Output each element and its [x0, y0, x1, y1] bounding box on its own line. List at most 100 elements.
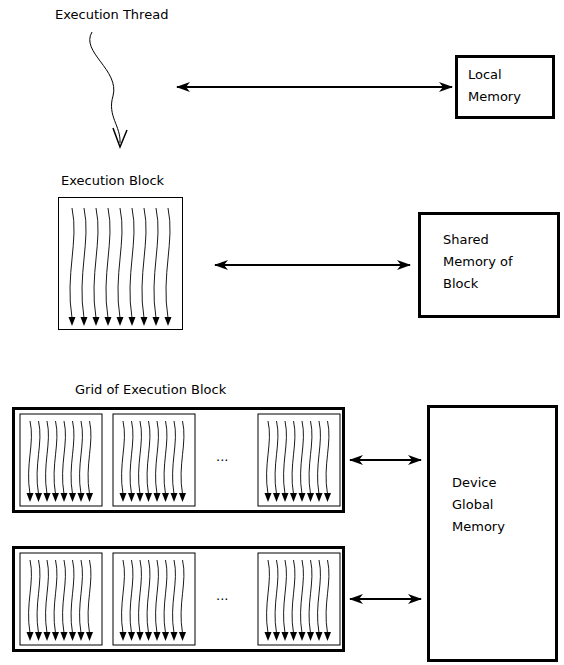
- thread-wave: [139, 560, 142, 633]
- ellipsis-text: ...: [216, 585, 228, 607]
- mini-block: [258, 414, 340, 506]
- thread-arrowhead: [61, 493, 68, 502]
- thread-wave: [94, 208, 98, 318]
- block-box: Execution Block: [58, 197, 183, 330]
- thread-wave: [54, 560, 57, 633]
- thread-wave: [267, 560, 270, 633]
- thread-wave: [46, 560, 49, 633]
- thread-wave: [142, 208, 146, 318]
- thread-wave: [166, 208, 170, 318]
- thread-arrowhead: [35, 493, 42, 502]
- memory-box: Shared Memory of Block: [418, 212, 560, 318]
- thread-arrowhead: [117, 317, 124, 326]
- thread-arrowhead: [145, 493, 152, 502]
- thread-wave: [106, 208, 110, 318]
- thread-wave: [173, 421, 176, 494]
- node-label: Shared Memory of Block: [443, 229, 517, 295]
- thread-wave: [46, 421, 49, 494]
- thread-wave: [71, 560, 74, 633]
- thread-wave: [326, 560, 329, 633]
- thread-wave: [88, 421, 91, 494]
- thread-wave: [130, 421, 133, 494]
- thread-wave: [156, 560, 159, 633]
- thread-arrowhead: [282, 632, 289, 641]
- mini-block: [258, 553, 340, 645]
- thread-node: Execution Thread: [55, 4, 171, 145]
- grid-heading: Grid of Execution Block: [75, 382, 226, 397]
- thread-arrowhead: [299, 493, 306, 502]
- thread-wave: [275, 421, 278, 494]
- thread-wave: [82, 208, 86, 318]
- thread-arrowhead: [128, 493, 135, 502]
- thread-arrowhead: [282, 493, 289, 502]
- grid-row-box: ...: [12, 407, 345, 513]
- thread-arrowhead: [137, 493, 144, 502]
- block-heading: Execution Block: [61, 170, 164, 192]
- thread-arrowhead: [162, 493, 169, 502]
- thread-wave: [181, 421, 184, 494]
- thread-wave: [122, 421, 125, 494]
- node-label: Execution Thread: [55, 4, 168, 26]
- thread-wave: [164, 560, 167, 633]
- thread-wave: [326, 421, 329, 494]
- thread-arrowhead: [69, 632, 76, 641]
- thread-arrowhead: [165, 317, 172, 326]
- double-arrow: [215, 264, 410, 266]
- mini-block: [113, 553, 195, 645]
- thread-arrowhead: [128, 632, 135, 641]
- thread-arrowhead: [324, 493, 331, 502]
- thread-arrowhead: [137, 632, 144, 641]
- thread-wave: [71, 421, 74, 494]
- thread-wave: [292, 560, 295, 633]
- thread-wave: [275, 560, 278, 633]
- thread-wave: [122, 560, 125, 633]
- thread-arrowhead: [179, 493, 186, 502]
- thread-arrowhead: [273, 632, 280, 641]
- thread-arrowhead: [78, 493, 85, 502]
- memory-box: Local Memory: [455, 55, 555, 119]
- ellipsis-text: ...: [216, 446, 228, 468]
- mini-block: [20, 414, 102, 506]
- thread-arrowhead: [86, 632, 93, 641]
- thread-wave: [70, 208, 74, 318]
- thread-arrowhead: [273, 493, 280, 502]
- thread-arrowhead: [299, 632, 306, 641]
- thread-arrowhead: [290, 493, 297, 502]
- thread-arrowhead: [154, 493, 161, 502]
- thread-arrowhead: [35, 632, 42, 641]
- thread-arrowhead: [27, 493, 34, 502]
- thread-arrowhead: [179, 632, 186, 641]
- mini-block: [20, 553, 102, 645]
- thread-wave: [80, 421, 83, 494]
- thread-wave: [130, 560, 133, 633]
- thread-wave: [318, 421, 321, 494]
- thread-arrowhead: [120, 632, 127, 641]
- thread-wave: [63, 560, 66, 633]
- thread-wave: [37, 560, 40, 633]
- thread-arrowhead: [86, 493, 93, 502]
- thread-wave: [80, 560, 83, 633]
- thread-wave: [90, 32, 120, 143]
- double-arrow: [350, 459, 421, 461]
- thread-arrowhead: [162, 632, 169, 641]
- thread-arrowhead: [290, 632, 297, 641]
- double-arrow: [177, 86, 452, 88]
- thread-wave: [147, 560, 150, 633]
- thread-arrowhead: [105, 317, 112, 326]
- thread-arrowhead: [81, 317, 88, 326]
- thread-wave: [154, 208, 158, 318]
- thread-wave: [284, 421, 287, 494]
- thread-wave: [29, 421, 32, 494]
- thread-arrowhead: [61, 632, 68, 641]
- thread-wave: [29, 560, 32, 633]
- node-label: Device Global Memory: [452, 472, 526, 538]
- thread-arrowhead: [129, 317, 136, 326]
- thread-wave: [309, 560, 312, 633]
- thread-group: [20, 208, 340, 645]
- thread-arrowhead: [316, 493, 323, 502]
- thread-arrowhead: [171, 632, 178, 641]
- thread-arrowhead: [44, 632, 51, 641]
- thread-arrowhead: [52, 632, 59, 641]
- memory-box: Device Global Memory: [427, 405, 558, 662]
- thread-wave: [88, 560, 91, 633]
